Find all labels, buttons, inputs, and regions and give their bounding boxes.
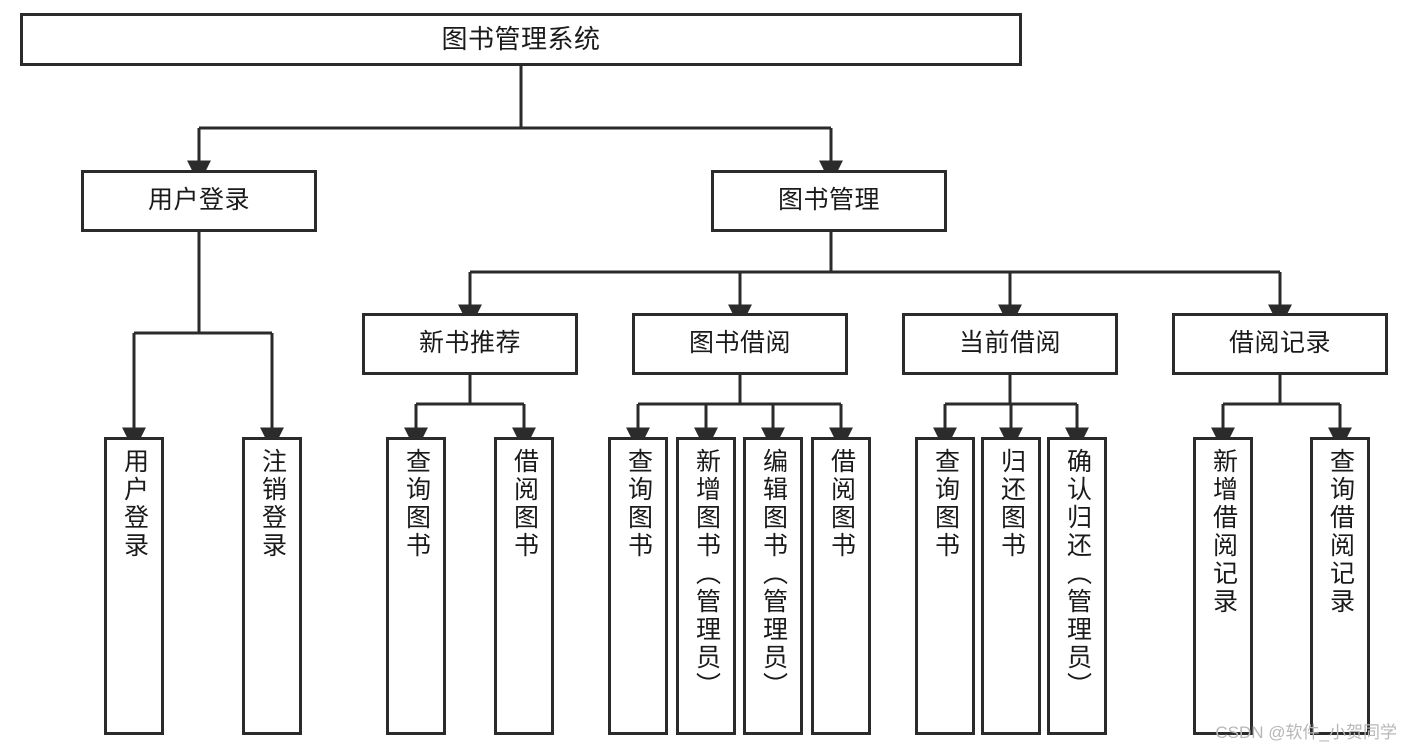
node-leaf-query-book-1[interactable]: 查询图书	[386, 437, 446, 735]
node-leaf-add-book[interactable]: 新增图书（管理员）	[676, 437, 736, 735]
node-leaf-query-book-1-label: 查询图书	[402, 448, 431, 560]
node-leaf-query-book-3-label: 查询图书	[931, 448, 960, 560]
node-book-manage[interactable]: 图书管理	[711, 170, 947, 232]
node-leaf-return-book[interactable]: 归还图书	[981, 437, 1041, 735]
node-current-borrow[interactable]: 当前借阅	[902, 313, 1118, 375]
node-leaf-query-record[interactable]: 查询借阅记录	[1310, 437, 1370, 735]
node-leaf-edit-book-label: 编辑图书（管理员）	[759, 448, 788, 700]
node-leaf-logout-label: 注销登录	[258, 448, 287, 560]
node-leaf-query-book-2[interactable]: 查询图书	[608, 437, 668, 735]
node-leaf-edit-book[interactable]: 编辑图书（管理员）	[743, 437, 803, 735]
node-new-book-recommend[interactable]: 新书推荐	[362, 313, 578, 375]
node-book-borrow[interactable]: 图书借阅	[632, 313, 848, 375]
node-leaf-add-record-label: 新增借阅记录	[1209, 448, 1238, 616]
node-leaf-borrow-book-2-label: 借阅图书	[827, 448, 856, 560]
node-book-manage-label: 图书管理	[777, 186, 880, 215]
node-borrow-record[interactable]: 借阅记录	[1172, 313, 1388, 375]
node-root-label: 图书管理系统	[441, 24, 601, 55]
node-leaf-user-login[interactable]: 用户登录	[104, 437, 164, 735]
node-user-login-label: 用户登录	[147, 186, 250, 215]
node-leaf-query-record-label: 查询借阅记录	[1326, 448, 1355, 616]
node-leaf-add-book-label: 新增图书（管理员）	[692, 448, 721, 700]
node-new-book-recommend-label: 新书推荐	[418, 329, 521, 358]
node-leaf-return-book-label: 归还图书	[997, 448, 1026, 560]
node-leaf-add-record[interactable]: 新增借阅记录	[1193, 437, 1253, 735]
node-root[interactable]: 图书管理系统	[20, 13, 1022, 66]
node-current-borrow-label: 当前借阅	[958, 329, 1061, 358]
node-borrow-record-label: 借阅记录	[1228, 329, 1331, 358]
node-leaf-borrow-book-1-label: 借阅图书	[510, 448, 539, 560]
watermark: CSDN @软件_小贺同学	[1215, 723, 1397, 742]
node-leaf-user-login-label: 用户登录	[120, 448, 149, 560]
node-leaf-borrow-book-2[interactable]: 借阅图书	[811, 437, 871, 735]
node-user-login[interactable]: 用户登录	[81, 170, 317, 232]
node-leaf-query-book-3[interactable]: 查询图书	[915, 437, 975, 735]
node-leaf-confirm-return-label: 确认归还（管理员）	[1063, 448, 1092, 700]
node-leaf-borrow-book-1[interactable]: 借阅图书	[494, 437, 554, 735]
node-book-borrow-label: 图书借阅	[688, 329, 791, 358]
node-leaf-logout[interactable]: 注销登录	[242, 437, 302, 735]
node-leaf-query-book-2-label: 查询图书	[624, 448, 653, 560]
node-leaf-confirm-return[interactable]: 确认归还（管理员）	[1047, 437, 1107, 735]
